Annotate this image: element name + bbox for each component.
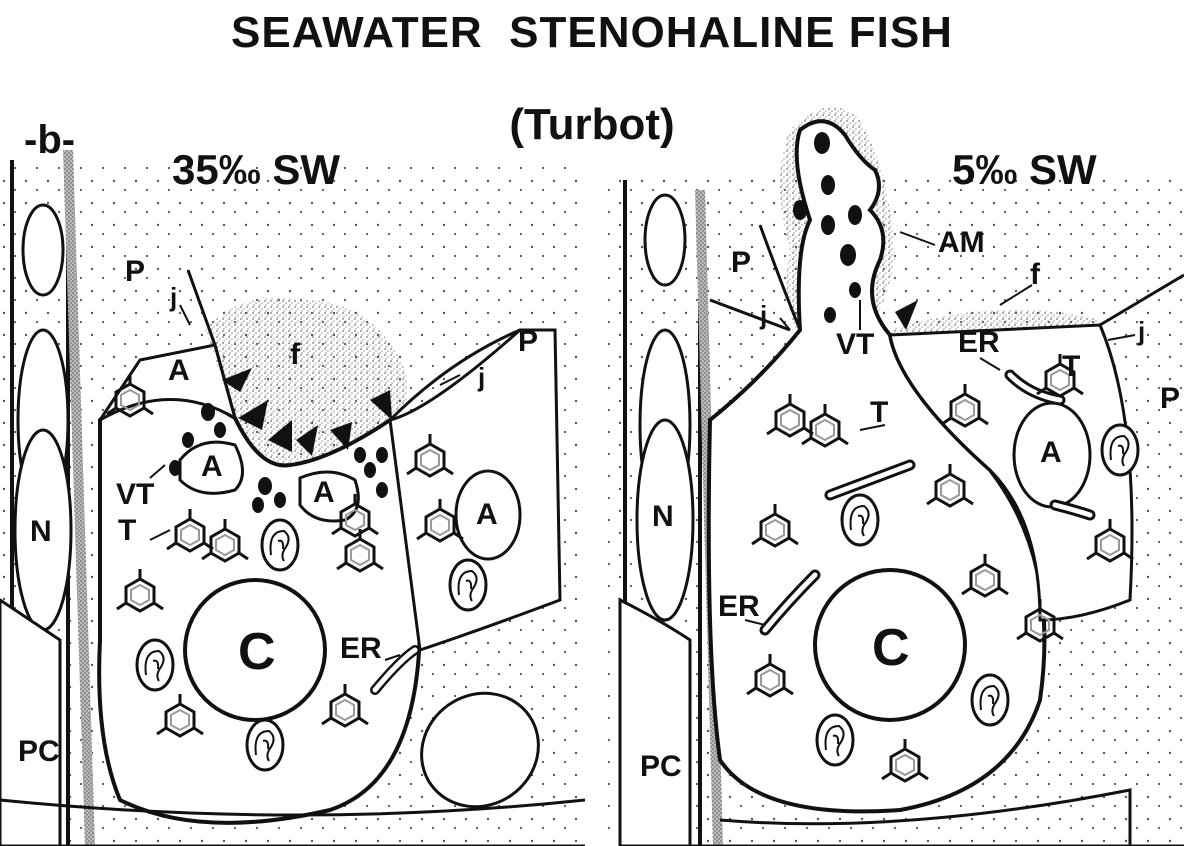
left-label-a-top: A (168, 354, 190, 388)
right-label-t-top: T (1062, 350, 1080, 384)
right-label-f: f (1030, 258, 1040, 292)
right-vacuole (645, 195, 685, 285)
panel-tag: -b- (24, 118, 75, 163)
diagram-subtitle: (Turbot) (0, 100, 1184, 150)
right-label-vt: VT (836, 328, 874, 362)
left-label-a-crypt1: A (201, 450, 223, 484)
diagram-title: SEAWATER STENOHALINE FISH (0, 8, 1184, 58)
right-label-pc: PC (640, 750, 682, 784)
left-label-t: T (118, 514, 136, 548)
left-label-c: C (238, 622, 276, 682)
left-label-f: f (290, 338, 300, 372)
right-label-p-left: P (731, 246, 751, 280)
right-salinity-label: 5‰ SW (952, 146, 1097, 194)
right-label-er-top: ER (958, 326, 1000, 360)
left-pillar-cell-pc (0, 600, 60, 846)
right-label-j-left: j (760, 300, 767, 331)
right-label-t-mid: T (870, 396, 888, 430)
right-label-j-right: j (1138, 316, 1145, 347)
right-label-n: N (652, 500, 674, 534)
right-label-er-left: ER (718, 590, 760, 624)
left-label-vt: VT (116, 478, 154, 512)
right-label-p-right: P (1160, 382, 1180, 416)
left-label-er: ER (340, 632, 382, 666)
left-label-pc: PC (18, 735, 60, 769)
right-label-a: A (1040, 436, 1062, 470)
right-label-am: AM (938, 226, 985, 260)
left-salinity-label: 35‰ SW (172, 146, 340, 194)
left-label-j-right: j (478, 362, 485, 393)
left-label-a-right: A (476, 498, 498, 532)
right-pillar-cell-pc (620, 600, 690, 846)
left-label-a-crypt2: A (313, 476, 335, 510)
left-label-j-top: j (170, 282, 177, 313)
left-label-n: N (30, 515, 52, 549)
left-label-p-top: P (125, 255, 145, 289)
right-label-c: C (872, 618, 910, 678)
left-vacuole (23, 205, 63, 295)
right-panel (600, 107, 1184, 846)
left-label-p-right: P (518, 325, 538, 359)
